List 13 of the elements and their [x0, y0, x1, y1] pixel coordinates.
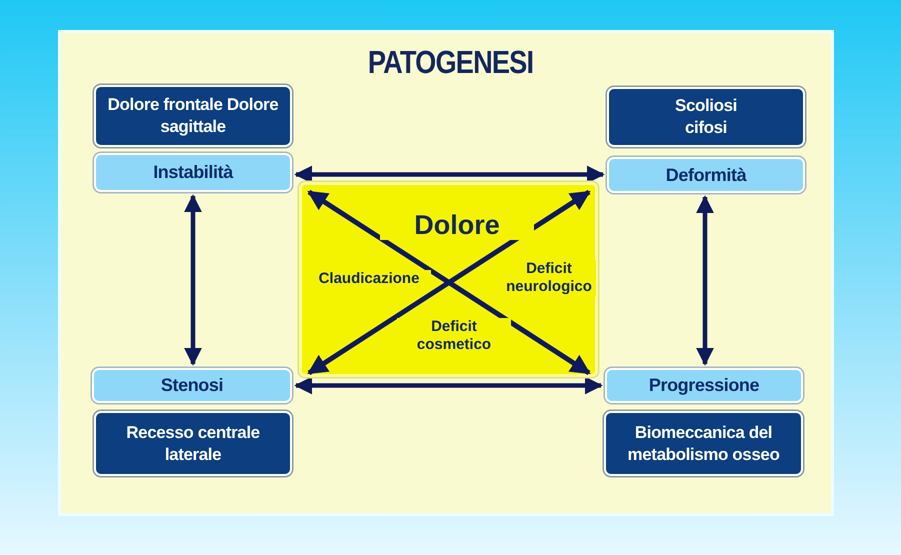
category-box: Progressione: [605, 368, 803, 403]
category-box: Stenosi: [92, 368, 292, 403]
double-arrow: [294, 376, 603, 394]
title: PATOGENESI: [366, 44, 534, 81]
double-arrow: [294, 166, 605, 184]
detail-box: Biomeccanica del metabolismo osseo: [604, 411, 803, 476]
double-arrow: [696, 195, 714, 366]
detail-box: Recesso centrale laterale: [94, 411, 292, 476]
category-box: Deformità: [607, 157, 805, 193]
double-arrow: [184, 194, 202, 366]
detail-box: Dolore frontale Dolore sagittale: [94, 85, 292, 147]
category-box: Instabilità: [94, 153, 292, 192]
detail-box: Scoliosi cifosi: [607, 87, 805, 147]
